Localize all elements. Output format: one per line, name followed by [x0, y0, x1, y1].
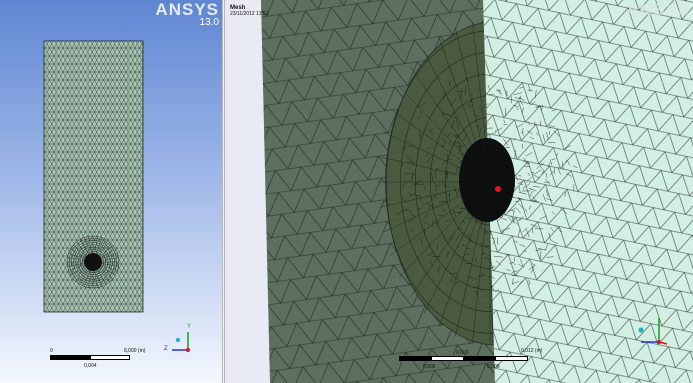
- axis-z-label: Z: [164, 346, 168, 352]
- triad-origin-point: [657, 340, 661, 344]
- mesh-detail-view[interactable]: [225, 0, 693, 383]
- scale-segment-3: [463, 356, 496, 361]
- scale-max-label: 8,000 (m): [124, 348, 146, 354]
- dense-mesh-cluster: [396, 72, 578, 296]
- scale-mid-label: 0,004: [84, 363, 97, 369]
- right-viewport[interactable]: ANSYS Mesh 23/11/2012 13:51 0,012 (m) 0,…: [225, 0, 693, 383]
- scale-max-label: 0,012 (m): [521, 348, 543, 354]
- scale-segment-1: [399, 356, 432, 361]
- viewport-splitter[interactable]: [222, 0, 225, 383]
- triad-iso-ball: [638, 327, 644, 333]
- probe-point: [495, 186, 501, 192]
- triad-iso-ball: [175, 337, 181, 343]
- view-title-block: Mesh 23/11/2012 13:51: [230, 5, 269, 18]
- scale-bar: 0,012 (m) 0,003 0,006 0,009: [399, 348, 549, 374]
- axis-triad: Y Z: [164, 324, 198, 356]
- brand-name: ANSYS: [155, 0, 219, 19]
- left-viewport[interactable]: ANSYS 13.0 0 8,000 (m) 0,004 Y Z: [0, 0, 222, 383]
- view-title: Mesh: [230, 5, 246, 11]
- scale-bar: 0 8,000 (m) 0,004: [50, 348, 160, 372]
- mesh-overview-plate[interactable]: [0, 0, 222, 383]
- scale-q3-label: 0,009: [487, 364, 500, 370]
- view-date: 23/11/2012 13:51: [230, 10, 269, 17]
- axis-y-label: Y: [187, 324, 192, 330]
- ansys-logo: ANSYS 13.0: [155, 1, 219, 28]
- ansys-logo: ANSYS: [626, 1, 690, 18]
- scale-segment-2: [431, 356, 464, 361]
- triad-origin-point: [186, 348, 190, 352]
- axis-triad: [633, 310, 673, 350]
- scale-q1-label: 0,003: [456, 350, 469, 356]
- hole-refinement: [66, 235, 120, 289]
- scale-segment-4: [495, 356, 528, 361]
- scale-segment-2: [90, 355, 130, 360]
- scale-zero-label: 0: [50, 348, 53, 354]
- scale-mid-label: 0,006: [423, 364, 436, 370]
- brand-name: ANSYS: [626, 0, 690, 19]
- version-label: 13.0: [199, 17, 219, 28]
- scale-segment-1: [50, 355, 91, 360]
- plate-body: [43, 40, 144, 313]
